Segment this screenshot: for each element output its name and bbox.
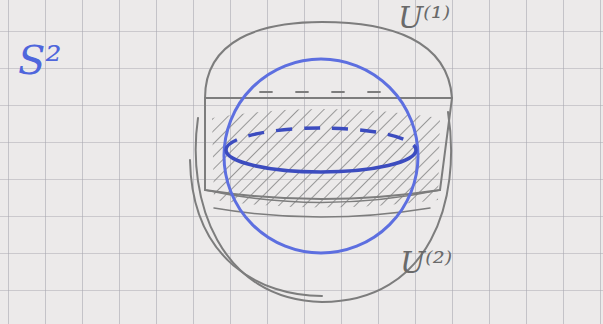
open-set-label: U⁽¹⁾ xyxy=(398,3,450,33)
open-sets xyxy=(190,22,452,302)
open-set-label: U⁽²⁾ xyxy=(400,248,452,278)
space-label: S² xyxy=(18,40,61,80)
sphere xyxy=(224,59,418,253)
hatched-overlap xyxy=(200,95,450,220)
